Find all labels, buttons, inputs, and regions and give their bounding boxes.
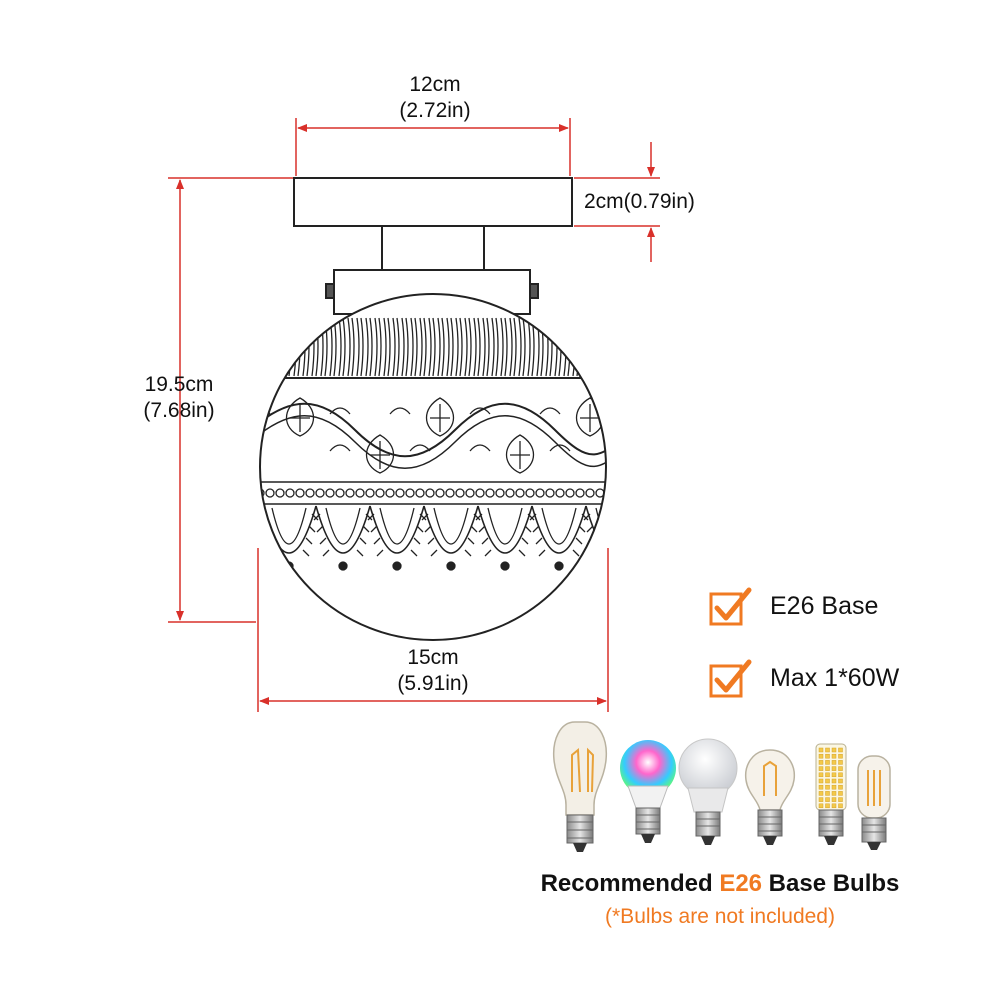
total-height-label: 19.5cm (7.68in) (120, 372, 238, 424)
canopy-height-label: 2cm(0.79in) (584, 190, 695, 213)
feature-label: E26 Base (770, 592, 879, 620)
total-height-cm: 19.5cm (144, 373, 214, 396)
recommended-bulbs-caption: Recommended E26 Base Bulbs (480, 870, 960, 898)
globe-width-cm: 15cm (407, 646, 459, 669)
globe-width-in: (5.91in) (397, 672, 469, 695)
total-height-in: (7.68in) (143, 399, 215, 422)
globe-width-label: 15cm (5.91in) (358, 645, 508, 697)
t10-tubular-bulb-icon (857, 755, 891, 850)
corn-led-bulb-icon (815, 743, 847, 845)
caption-suffix: Base Bulbs (762, 870, 900, 897)
stem (381, 225, 485, 271)
checkbox-check-icon (709, 587, 752, 626)
a19-led-bulb-icon (678, 738, 738, 845)
st64-filament-bulb-icon (552, 721, 608, 852)
caption-prefix: Recommended (540, 870, 720, 897)
fixture-drawing (259, 177, 607, 641)
caption-highlight: E26 (719, 870, 763, 897)
globe-ornament (260, 317, 606, 571)
rgb-smart-bulb-icon (620, 740, 676, 843)
feature-label: Max 1*60W (770, 664, 900, 692)
feature-e26-base: E26 Base (752, 592, 878, 621)
feature-max-wattage: Max 1*60W (752, 664, 899, 693)
dimension-lines (168, 118, 660, 712)
glass-globe (259, 293, 607, 641)
top-width-label: 12cm (2.72in) (360, 72, 510, 124)
a19-filament-bulb-icon (744, 749, 796, 845)
checkbox-check-icon (709, 659, 752, 698)
bulbs-not-included-note: (*Bulbs are not included) (605, 905, 835, 928)
canopy (293, 177, 573, 227)
top-width-cm: 12cm (409, 73, 461, 96)
top-width-in: (2.72in) (399, 99, 471, 122)
